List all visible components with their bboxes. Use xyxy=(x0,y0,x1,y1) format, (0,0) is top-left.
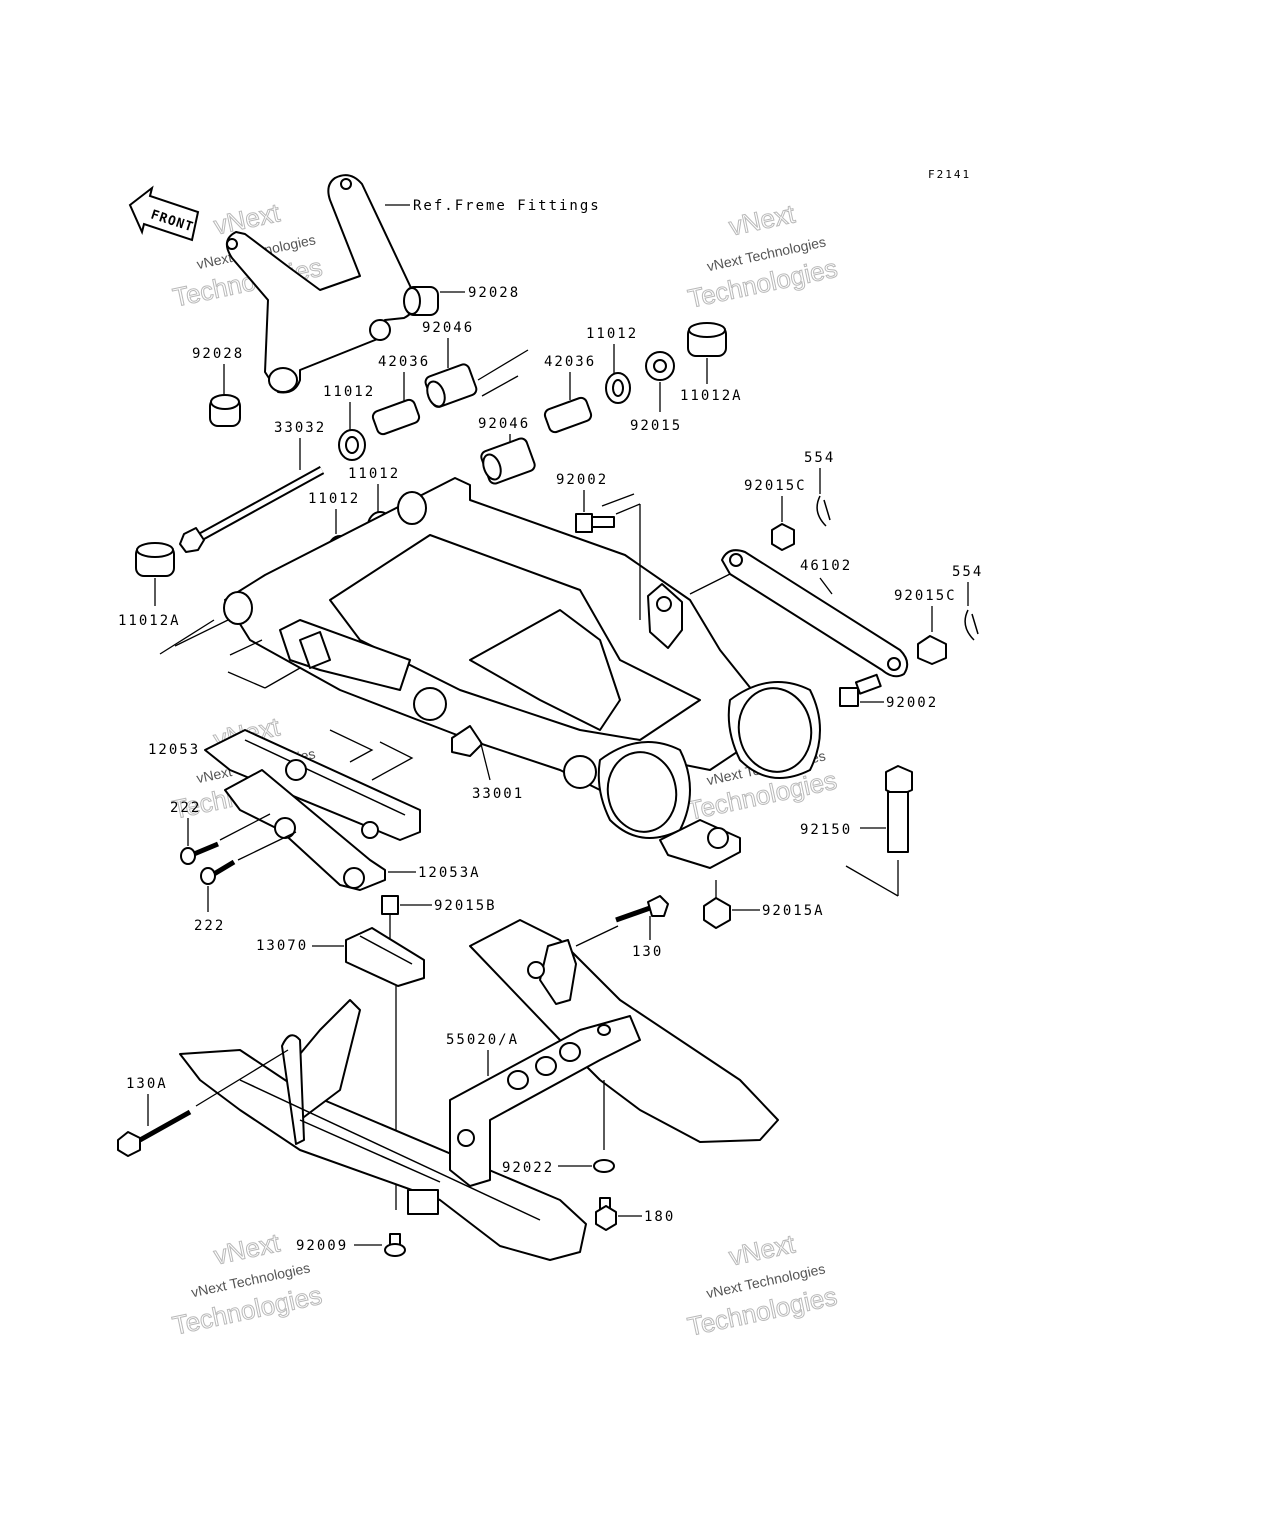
label-11012-c: 11012 xyxy=(348,466,400,482)
label-11012A-a: 11012A xyxy=(680,388,743,404)
needle-bearing-92046-b xyxy=(480,437,536,485)
bolt-130A xyxy=(117,1109,192,1157)
bolt-92002-lower xyxy=(839,673,882,707)
svg-text:vNext: vNext xyxy=(211,1227,283,1270)
frame-fitting-bracket xyxy=(225,174,416,394)
label-33001: 33001 xyxy=(472,786,524,802)
label-55020A: 55020/A xyxy=(446,1032,519,1048)
label-42036-a: 42036 xyxy=(378,354,430,370)
label-222-b: 222 xyxy=(194,918,225,934)
chain-guide-block-13070 xyxy=(345,927,425,987)
washer-92022 xyxy=(593,1159,615,1173)
label-92015B: 92015B xyxy=(434,898,497,914)
bolt-130 xyxy=(615,895,669,923)
label-12053A: 12053A xyxy=(418,865,481,881)
nut-92015C-lower xyxy=(917,635,947,665)
label-42036-b: 42036 xyxy=(544,354,596,370)
pivot-shaft-33032 xyxy=(179,466,325,553)
svg-text:vNext: vNext xyxy=(211,197,283,240)
label-130A: 130A xyxy=(126,1076,168,1092)
label-33032: 33032 xyxy=(274,420,326,436)
svg-text:vNext: vNext xyxy=(726,1228,798,1271)
chain-guide-12053A xyxy=(224,759,386,891)
label-92022: 92022 xyxy=(502,1160,554,1176)
chain-case-55020A xyxy=(179,919,779,1261)
seal-11012-a xyxy=(338,429,366,461)
label-92046-a: 92046 xyxy=(422,320,474,336)
nut-92015A xyxy=(703,897,731,929)
label-frame-ref: Ref.Freme Fittings xyxy=(413,198,601,214)
seal-11012-b xyxy=(605,372,631,404)
watermark-bottom-right: vNext Technologies vNext Technologies xyxy=(684,1228,840,1342)
label-11012A-b: 11012A xyxy=(118,613,181,629)
label-11012-d: 11012 xyxy=(308,491,360,507)
cap-11012A-right xyxy=(687,322,727,357)
sleeve-42036-a xyxy=(371,398,421,436)
pin-554-lower xyxy=(964,609,979,641)
screw-222-upper xyxy=(180,841,219,865)
label-222-a: 222 xyxy=(170,800,201,816)
nut-92015B xyxy=(381,895,399,915)
bush-92028-right xyxy=(403,286,439,316)
bolt-92002-upper xyxy=(575,513,615,533)
screw-222-lower xyxy=(200,859,236,885)
label-92015C-b: 92015C xyxy=(894,588,957,604)
label-92015: 92015 xyxy=(630,418,682,434)
diagram-code: F2141 xyxy=(928,168,971,181)
label-92028-b: 92028 xyxy=(192,346,244,362)
watermark-top-right: vNext Technologies vNext Technologies xyxy=(685,198,841,314)
label-11012-a: 11012 xyxy=(323,384,375,400)
label-92002-b: 92002 xyxy=(886,695,938,711)
label-11012-b: 11012 xyxy=(586,326,638,342)
cap-11012A-left xyxy=(135,542,175,577)
swingarm-33001 xyxy=(223,477,821,869)
label-92028-a: 92028 xyxy=(468,285,520,301)
nut-92015C-upper xyxy=(771,523,795,551)
label-92009: 92009 xyxy=(296,1238,348,1254)
label-130: 130 xyxy=(632,944,663,960)
label-92002-a: 92002 xyxy=(556,472,608,488)
chain-slipper-12053 xyxy=(204,729,421,841)
label-554-b: 554 xyxy=(952,564,983,580)
label-46102: 46102 xyxy=(800,558,852,574)
label-92150: 92150 xyxy=(800,822,852,838)
screw-92009 xyxy=(384,1233,406,1257)
pin-554-upper xyxy=(816,495,831,527)
sleeve-42036-b xyxy=(543,396,593,434)
label-13070: 13070 xyxy=(256,938,308,954)
label-554-a: 554 xyxy=(804,450,835,466)
label-92015A: 92015A xyxy=(762,903,825,919)
collar-92015 xyxy=(645,351,675,381)
bolt-92150 xyxy=(885,765,913,853)
bush-92028-left xyxy=(209,394,241,427)
svg-text:vNext: vNext xyxy=(726,198,798,241)
bolt-180 xyxy=(595,1197,617,1231)
front-arrow-icon: FRONT xyxy=(128,185,200,242)
label-92046-b: 92046 xyxy=(478,416,530,432)
label-180: 180 xyxy=(644,1209,675,1225)
needle-bearing-92046-a xyxy=(424,363,478,408)
label-92015C-a: 92015C xyxy=(744,478,807,494)
label-12053: 12053 xyxy=(148,742,200,758)
tie-rod-46102 xyxy=(721,549,909,678)
